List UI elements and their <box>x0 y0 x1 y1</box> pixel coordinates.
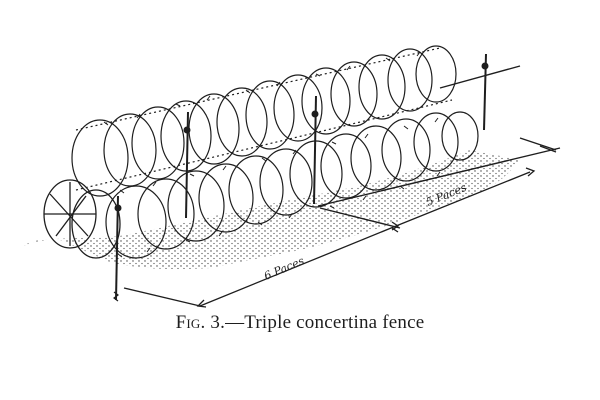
barb-ticks <box>103 51 441 258</box>
bottom-rear-coil-row <box>105 111 479 259</box>
figure-title: —Triple concertina fence <box>225 312 425 333</box>
dimension-lines <box>123 145 557 308</box>
pickets <box>113 53 489 302</box>
ground-lines <box>317 65 561 229</box>
bottom-front-coil-row <box>43 179 121 259</box>
near-span-label: 6 Paces <box>262 254 306 283</box>
ground-shading <box>18 150 520 270</box>
figure-number: Fig. 3. <box>175 312 226 333</box>
figure-caption: Fig. 3.—Triple concertina fence <box>0 312 600 334</box>
